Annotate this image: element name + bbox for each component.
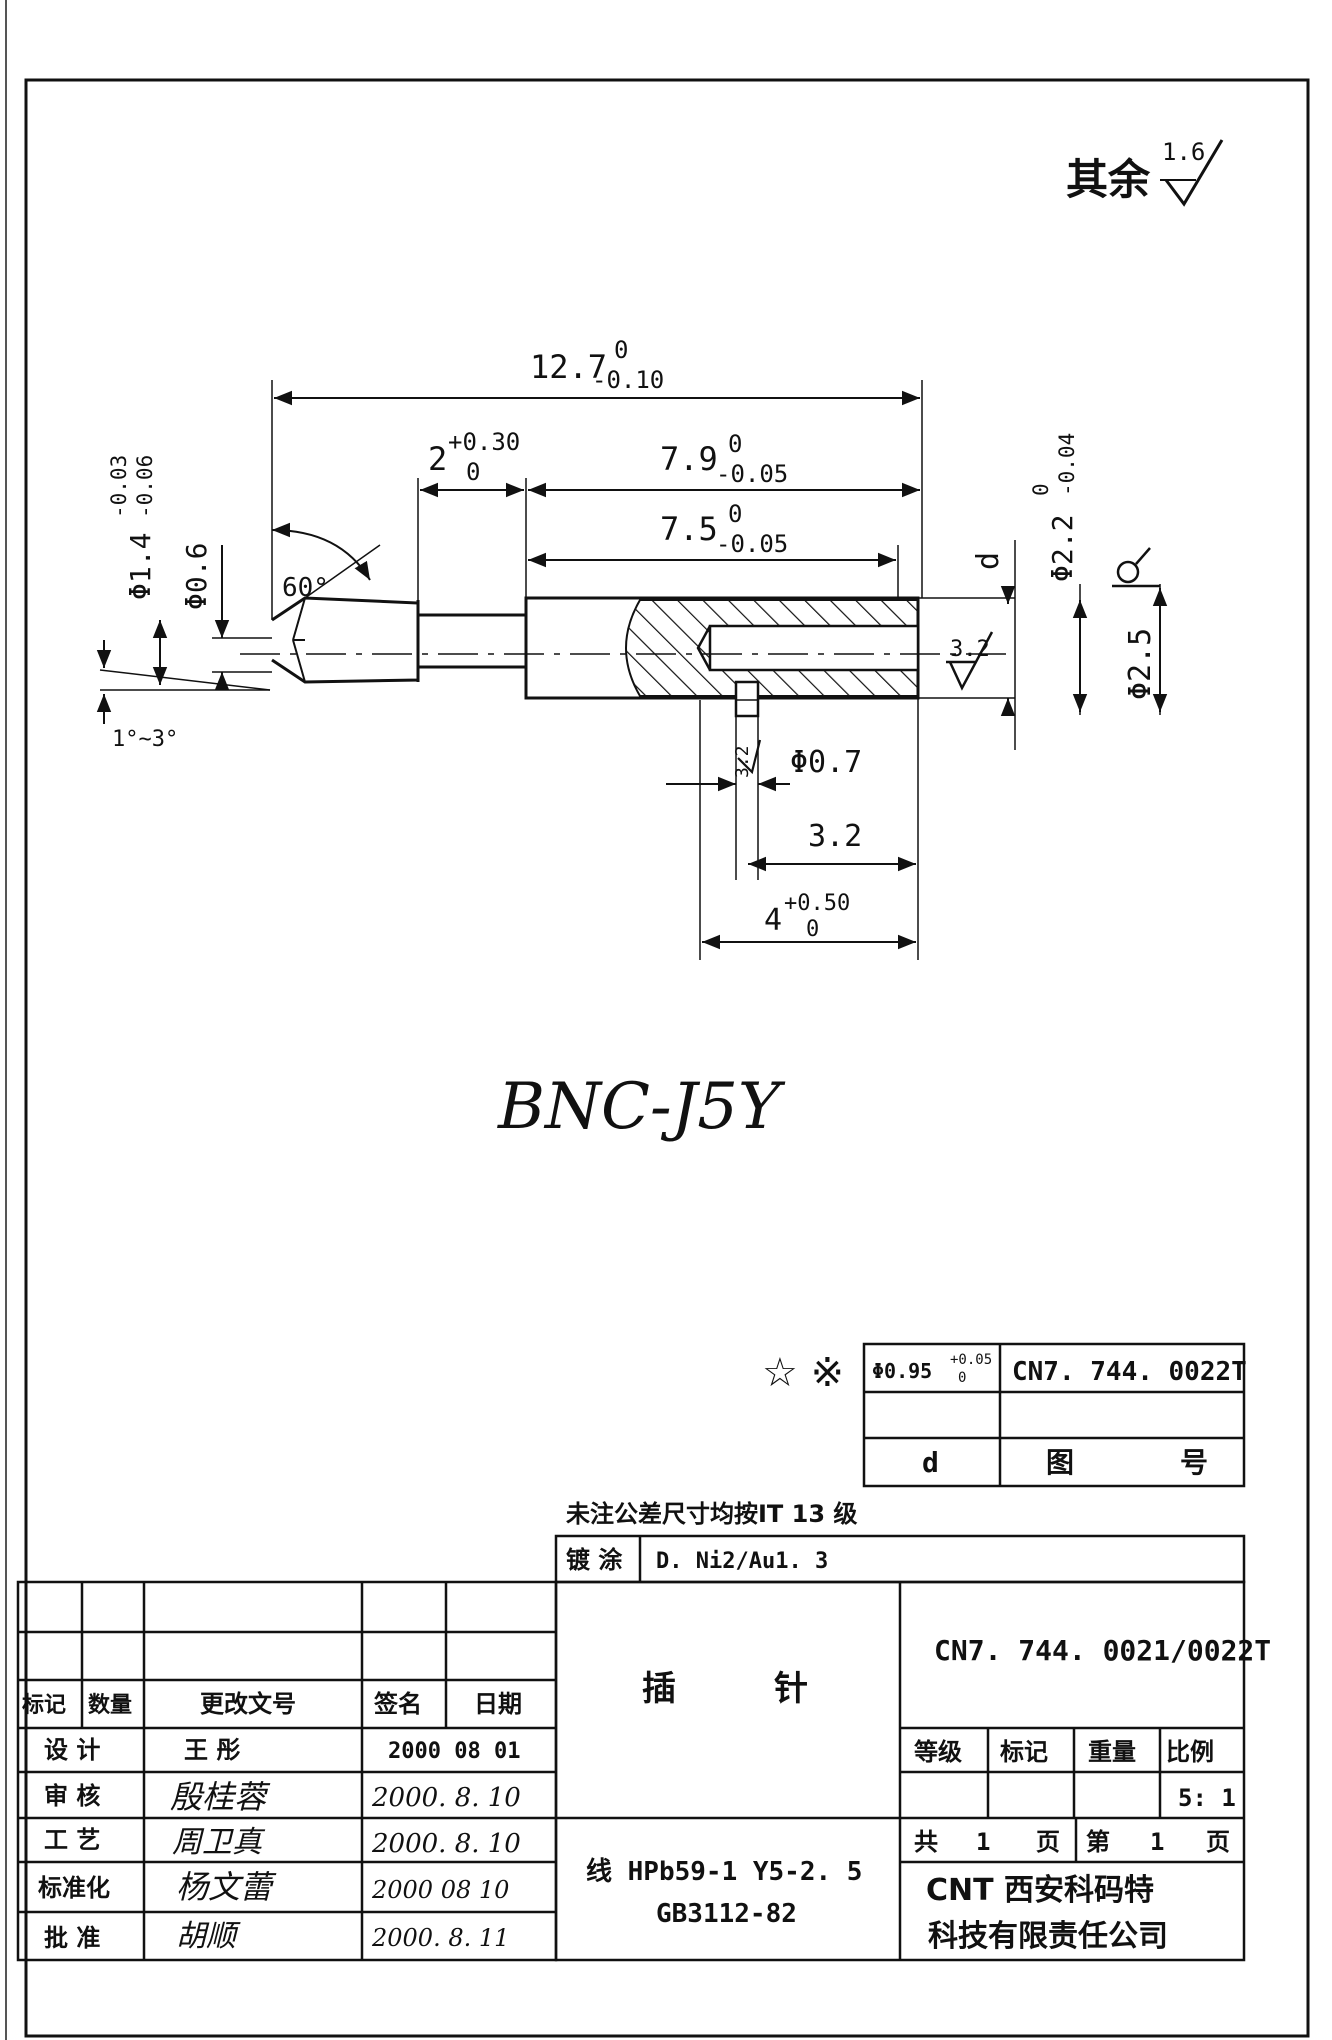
roughness-symbol-icon	[737, 739, 762, 775]
date-design: 2000 08 01	[388, 1739, 520, 1764]
dim-body-dia-upper: 0	[1029, 483, 1053, 496]
dim-inner-nominal: 7.5	[660, 510, 718, 548]
dim-roughness-hole: 3.2	[950, 637, 990, 662]
sheets-ye1: 页	[1036, 1828, 1060, 1856]
sheets-current: 1	[1150, 1828, 1164, 1856]
dim-overall-upper: 0	[614, 336, 628, 364]
dim-d-label: d	[971, 552, 1006, 570]
material-line-2: GB3112-82	[656, 1899, 797, 1929]
surface-roughness-note: 其余 1.6	[1066, 138, 1224, 207]
variant-d-nominal: Φ0.95	[872, 1359, 932, 1383]
surface-note-prefix: 其余	[1066, 155, 1151, 204]
surface-finish-mark	[1112, 547, 1160, 588]
drawing-number: CN7. 744. 0021/0022T	[934, 1634, 1271, 1667]
dim-overall-nominal: 12.7	[530, 348, 607, 386]
dim-cross-hole-pos: 3.2	[808, 819, 862, 854]
dim-overall-lower: -0.10	[592, 366, 664, 394]
handwritten-part-label: BNC-J5Y	[497, 1070, 786, 1144]
surface-note-value: 1.6	[1162, 138, 1205, 166]
part-name-char-2: 针	[774, 1669, 808, 1709]
plating-value: D. Ni2/Au1. 3	[656, 1549, 828, 1574]
sheets-gong: 共	[914, 1828, 938, 1856]
date-approval: 2000. 8. 11	[371, 1924, 509, 1952]
scale-value: 5: 1	[1178, 1784, 1236, 1812]
dim-hole-depth-lower: 0	[806, 917, 819, 942]
dim-body-upper: 0	[728, 430, 742, 458]
rev-header-sign: 签名	[373, 1690, 422, 1718]
plating-label: 镀 涂	[566, 1546, 622, 1574]
variant-col-tu: 图	[1046, 1446, 1074, 1479]
role-approval: 批 准	[44, 1924, 100, 1952]
dim-inner-upper: 0	[728, 500, 742, 528]
dim-body-lower: -0.05	[716, 460, 788, 488]
variant-drawing-no: CN7. 744. 0022T	[1012, 1357, 1247, 1387]
name-standardization: 杨文蕾	[176, 1868, 277, 1906]
dim-angle: 60°	[282, 573, 329, 603]
roughness-hole	[946, 631, 994, 691]
variant-d-upper: +0.05	[950, 1352, 992, 1368]
weight-label: 重量	[1088, 1738, 1136, 1766]
role-standardization: 标准化	[38, 1874, 110, 1902]
material-line-1: 线 HPb59-1 Y5-2. 5	[586, 1857, 862, 1887]
sheets-total: 1	[976, 1828, 990, 1856]
dim-cross-hole-dia: Φ0.7	[790, 745, 862, 780]
dim-body-dia-lower: -0.04	[1055, 433, 1079, 496]
rev-header-mark: 标记	[22, 1692, 66, 1718]
roughness-symbol-icon	[948, 631, 994, 691]
name-approval: 胡顺	[176, 1919, 241, 1954]
name-design: 王 彤	[184, 1736, 240, 1764]
title-block: 镀 涂 D. Ni2/Au1. 3 插 针 CN7. 744. 0021/002…	[16, 1534, 1271, 1962]
roughness-symbol-icon	[1164, 139, 1224, 207]
date-process: 2000. 8. 10	[371, 1829, 521, 1859]
scale-label: 比例	[1166, 1738, 1214, 1766]
dim-point-dia: Φ0.6	[180, 543, 213, 610]
role-design: 设 计	[44, 1736, 100, 1764]
company-line-2: 科技有限责任公司	[928, 1919, 1168, 1954]
dim-tip-dia-nominal: Φ1.4	[124, 533, 157, 600]
name-process: 周卫真	[172, 1825, 266, 1860]
dim-inner-lower: -0.05	[716, 530, 788, 558]
dim-groove-upper: +0.30	[448, 428, 520, 456]
dim-tip-dia-upper: -0.03	[107, 455, 131, 518]
date-standardization: 2000 08 10	[371, 1876, 509, 1904]
drawing-frame	[24, 78, 1310, 2038]
rev-header-date: 日期	[474, 1690, 522, 1718]
dimension-labels: 12.7 0 -0.10 2 +0.30 0 7.9 0 -0.05 7.5 0…	[107, 336, 1158, 942]
dim-body-nominal: 7.9	[660, 440, 718, 478]
variant-col-d: d	[922, 1446, 939, 1479]
rev-header-qty: 数量	[88, 1692, 132, 1718]
dim-groove-lower: 0	[466, 458, 480, 486]
dim-angle-arc	[271, 522, 371, 581]
company-line-1: CNT 西安科码特	[926, 1873, 1154, 1908]
part-name-char-1: 插	[642, 1669, 676, 1709]
dim-body-dia-nominal: Φ2.2	[1046, 515, 1079, 582]
variant-table: ☆ ※ Φ0.95 +0.05 0 CN7. 744. 0022T d 图 号	[762, 1342, 1247, 1488]
dim-hole-depth-upper: +0.50	[784, 891, 850, 916]
dim-taper: 1°~3°	[112, 727, 178, 752]
dim-tip-dia-lower: -0.06	[133, 455, 157, 518]
name-review: 殷桂蓉	[170, 1778, 271, 1816]
roughness-cross	[737, 739, 762, 775]
variant-col-hao: 号	[1180, 1446, 1208, 1479]
dim-hole-depth-nominal: 4	[764, 903, 782, 938]
role-process: 工 艺	[44, 1826, 100, 1854]
role-review: 审 核	[44, 1782, 100, 1810]
sheets-di: 第	[1086, 1828, 1110, 1856]
variant-d-lower: 0	[958, 1370, 966, 1386]
rev-header-doc: 更改文号	[200, 1690, 296, 1718]
dim-outer-dia: Φ2.5	[1123, 628, 1158, 700]
pin-part-drawing	[240, 596, 1015, 718]
dim-roughness-cross: 3.2	[732, 745, 753, 778]
sheets-ye2: 页	[1206, 1828, 1230, 1856]
date-review: 2000. 8. 10	[371, 1783, 521, 1813]
general-tolerance-note: 未注公差尺寸均按IT 13 级	[566, 1500, 857, 1528]
variant-marks: ☆ ※	[762, 1350, 844, 1396]
mark-label: 标记	[1000, 1738, 1048, 1766]
grade-label: 等级	[914, 1738, 962, 1766]
dim-groove-nominal: 2	[428, 440, 447, 478]
